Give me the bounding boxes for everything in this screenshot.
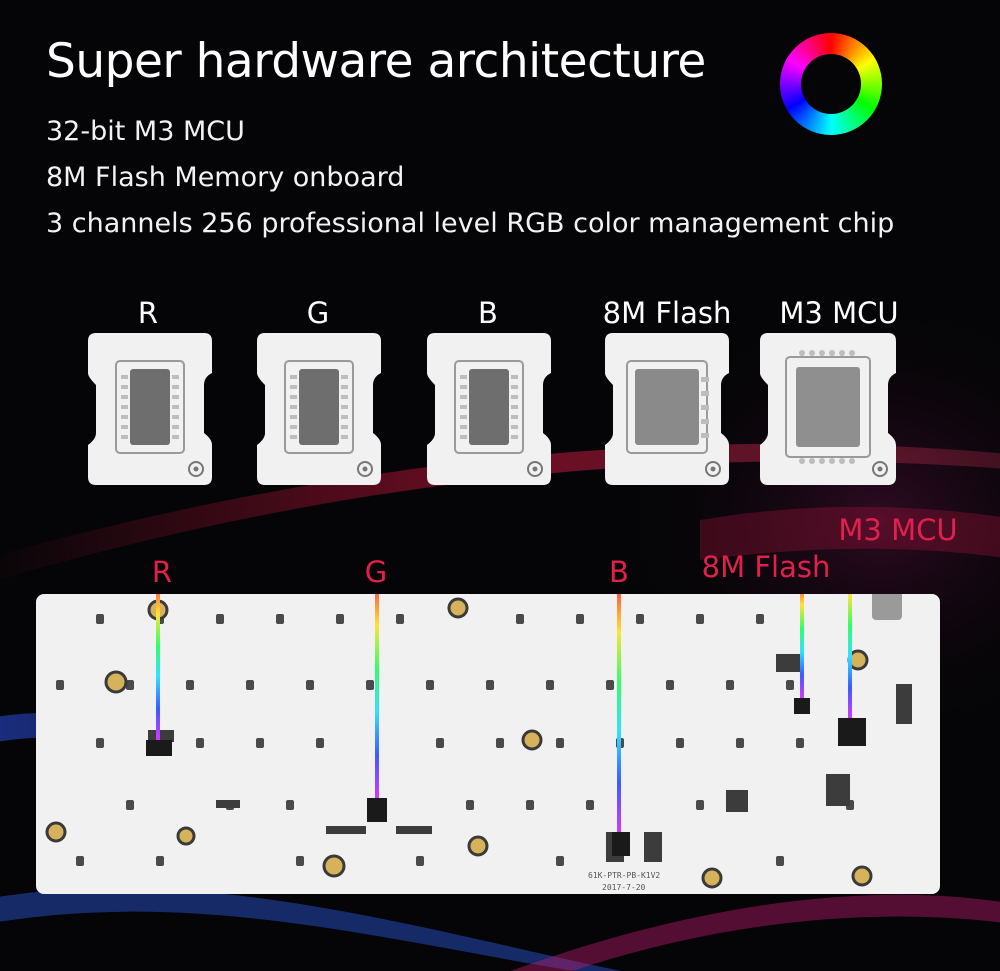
pcb-board: 61K-PTR-PB-K1V2 2017-7-20 xyxy=(36,594,940,894)
silkscreen-board-id: 61K-PTR-PB-K1V2 xyxy=(588,871,660,880)
rgb-color-ring-icon xyxy=(780,33,882,135)
page-title: Super hardware architecture xyxy=(46,34,706,89)
leader-line-g xyxy=(375,594,379,798)
chip-b-driver-icon xyxy=(427,333,551,485)
usb-connector xyxy=(872,594,902,620)
pcb-chip-mcu xyxy=(838,718,866,746)
pcb-chip-g xyxy=(367,798,387,822)
leader-line-r xyxy=(156,594,160,740)
leader-line-mcu xyxy=(848,594,852,718)
silkscreen-date: 2017-7-20 xyxy=(602,883,646,892)
chip-label-r: R xyxy=(137,296,159,330)
chip-label-g: G xyxy=(306,296,330,330)
pcb-callout-b: B xyxy=(609,555,629,589)
pcb-callout-g: G xyxy=(364,555,388,589)
pcb-chip-flash xyxy=(794,698,810,714)
chip-r-driver-icon xyxy=(88,333,212,485)
pcb-callout-r: R xyxy=(151,555,173,589)
leader-line-flash xyxy=(800,594,804,698)
chip-flash-icon xyxy=(605,333,729,485)
chip-label-mcu: M3 MCU xyxy=(779,296,899,330)
chip-label-b: B xyxy=(478,296,498,330)
pcb-callout-flash: 8M Flash xyxy=(701,550,831,584)
chip-g-driver-icon xyxy=(257,333,381,485)
chip-label-flash: 8M Flash xyxy=(602,296,732,330)
pcb-chip-r xyxy=(146,740,172,756)
feature-rgb-chip: 3 channels 256 professional level RGB co… xyxy=(46,208,895,239)
feature-mcu: 32-bit M3 MCU xyxy=(46,116,245,147)
chip-mcu-icon xyxy=(760,333,896,485)
leader-line-b xyxy=(617,594,621,832)
pcb-chip-b xyxy=(612,832,630,856)
feature-flash: 8M Flash Memory onboard xyxy=(46,162,405,193)
pcb-callout-mcu: M3 MCU xyxy=(838,513,958,547)
